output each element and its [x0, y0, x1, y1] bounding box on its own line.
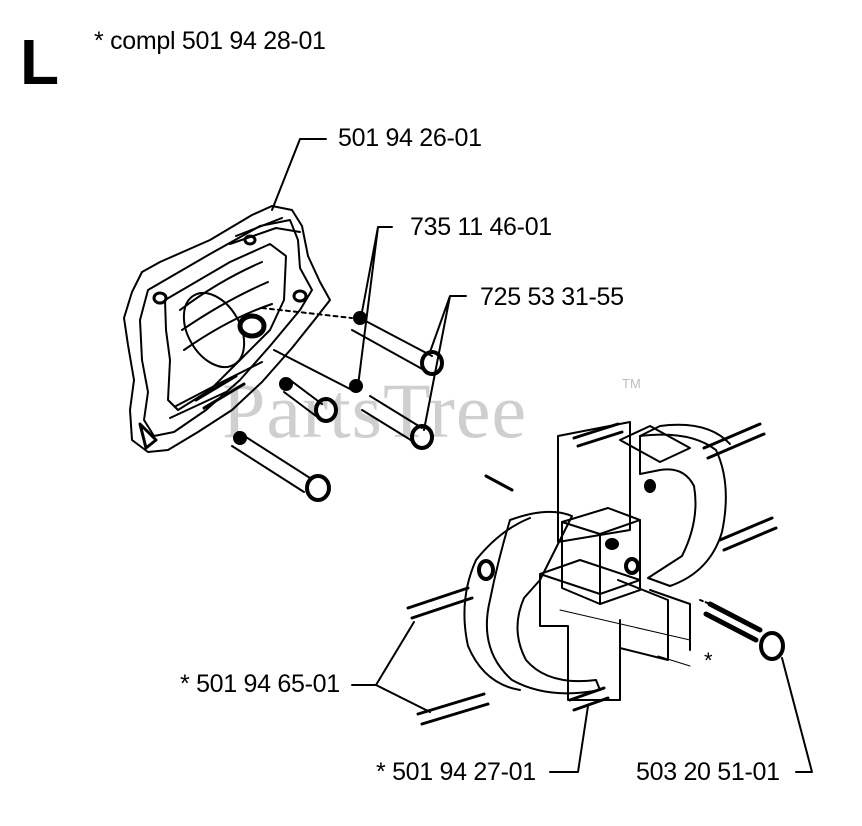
- callout-screw-b: 725 53 31-55: [480, 283, 624, 311]
- leader-lines: [271, 138, 813, 773]
- cover-part: [123, 205, 331, 453]
- callout-bolts-left: * 501 94 65-01: [180, 670, 340, 698]
- callout-cover: 501 94 26-01: [338, 124, 482, 152]
- callout-block: * 501 94 27-01: [376, 758, 536, 786]
- callout-bolt-right: 503 20 51-01: [636, 758, 780, 786]
- kit-note: * compl 501 94 28-01: [94, 27, 326, 55]
- watermark-tm: TM: [622, 376, 641, 391]
- section-letter: L: [20, 26, 60, 98]
- handle-assembly: [406, 421, 785, 726]
- callout-asterisk-mark: *: [704, 648, 713, 673]
- callout-screw-a: 735 11 46-01: [410, 213, 552, 241]
- watermark: PartsTree: [222, 367, 528, 454]
- screws-upper: [231, 307, 514, 502]
